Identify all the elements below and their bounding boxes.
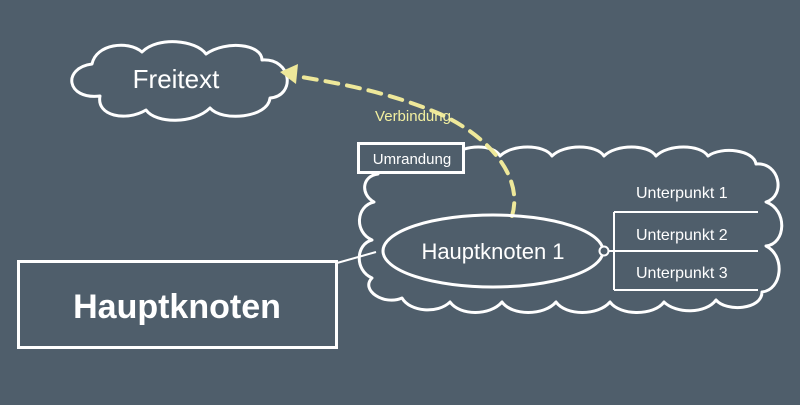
boundary-label-box[interactable]: Umrandung xyxy=(357,142,465,174)
connection-line xyxy=(294,74,517,218)
main-topic-label: Hauptknoten xyxy=(73,288,281,326)
free-text-label: Freitext xyxy=(133,64,220,94)
connection-arrowhead xyxy=(280,64,298,84)
subtopic-3-label: Unterpunkt 3 xyxy=(636,265,728,282)
subtopic-2-label: Unterpunkt 2 xyxy=(636,227,728,244)
main-topic-box xyxy=(17,260,338,349)
subtopic-1-label: Unterpunkt 1 xyxy=(636,185,728,202)
free-text-cloud[interactable]: Freitext xyxy=(70,40,289,122)
boundary-cloud[interactable] xyxy=(357,145,784,314)
main-topic[interactable]: Hauptknoten xyxy=(17,260,338,349)
branch-junction xyxy=(598,245,610,257)
boundary-cloud-shape xyxy=(357,145,784,314)
free-text-cloud-shape xyxy=(70,40,289,122)
main-topic-connector xyxy=(336,251,377,264)
connection-label: Verbindung xyxy=(375,108,451,125)
central-node-label: Hauptknoten 1 xyxy=(421,239,564,264)
subtopic-1[interactable]: Unterpunkt 1 xyxy=(614,185,758,213)
connection[interactable]: Verbindung xyxy=(280,64,517,218)
subtopic-connector xyxy=(598,212,615,290)
boundary-label-inner xyxy=(360,145,462,171)
subtopic-2[interactable]: Unterpunkt 2 xyxy=(614,227,758,252)
central-node[interactable]: Hauptknoten 1 xyxy=(381,213,605,289)
boundary-label: Umrandung xyxy=(373,151,451,168)
subtopic-3[interactable]: Unterpunkt 3 xyxy=(614,265,758,291)
